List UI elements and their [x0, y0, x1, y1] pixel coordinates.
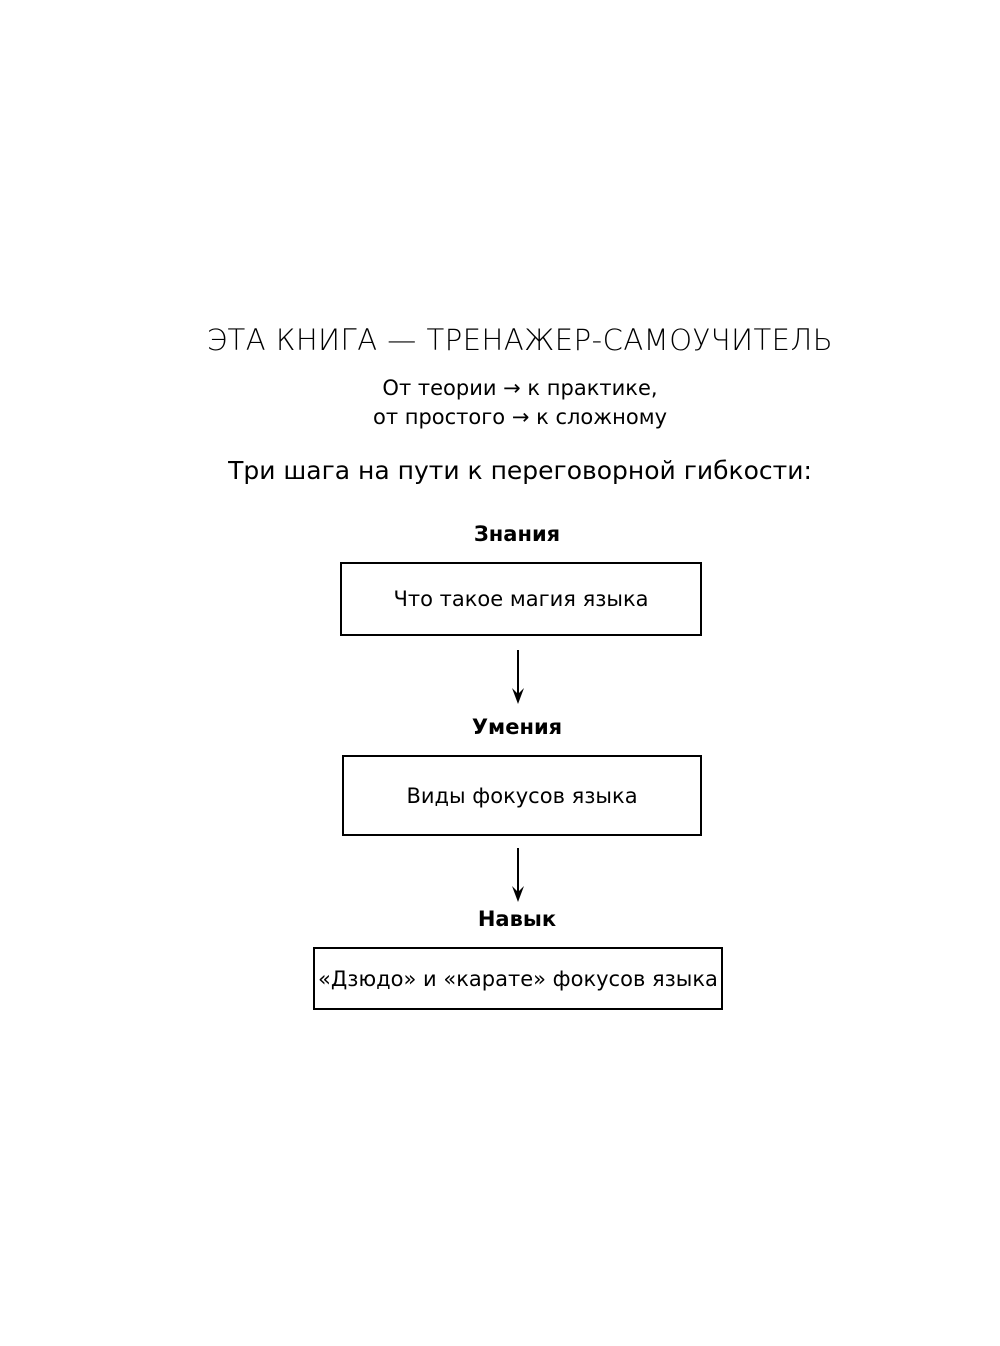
page-title: ЭТА КНИГА — ТРЕНАЖЕР-САМОУЧИТЕЛЬ [206, 323, 834, 357]
step-box-text: «Дзюдо» и «карате» фокусов языка [318, 966, 718, 991]
step-label-habit: Навык [477, 907, 557, 931]
step-box-text: Виды фокусов языка [406, 783, 638, 808]
step-box-skills: Виды фокусов языка [342, 755, 702, 836]
step-label-skills: Умения [471, 715, 563, 739]
subtitle-line-2: от простого → к сложному [372, 405, 668, 429]
step-box-habit: «Дзюдо» и «карате» фокусов языка [313, 947, 723, 1010]
step-box-knowledge: Что такое магия языка [340, 562, 702, 636]
step-label-knowledge: Знания [473, 522, 561, 546]
step-box-text: Что такое магия языка [393, 587, 649, 611]
arrow-down-icon [512, 848, 524, 902]
lead-text: Три шага на пути к переговорной гибкости… [228, 456, 812, 485]
subtitle-line-1: От теории → к практике, [382, 376, 658, 400]
arrow-down-icon [512, 650, 524, 704]
